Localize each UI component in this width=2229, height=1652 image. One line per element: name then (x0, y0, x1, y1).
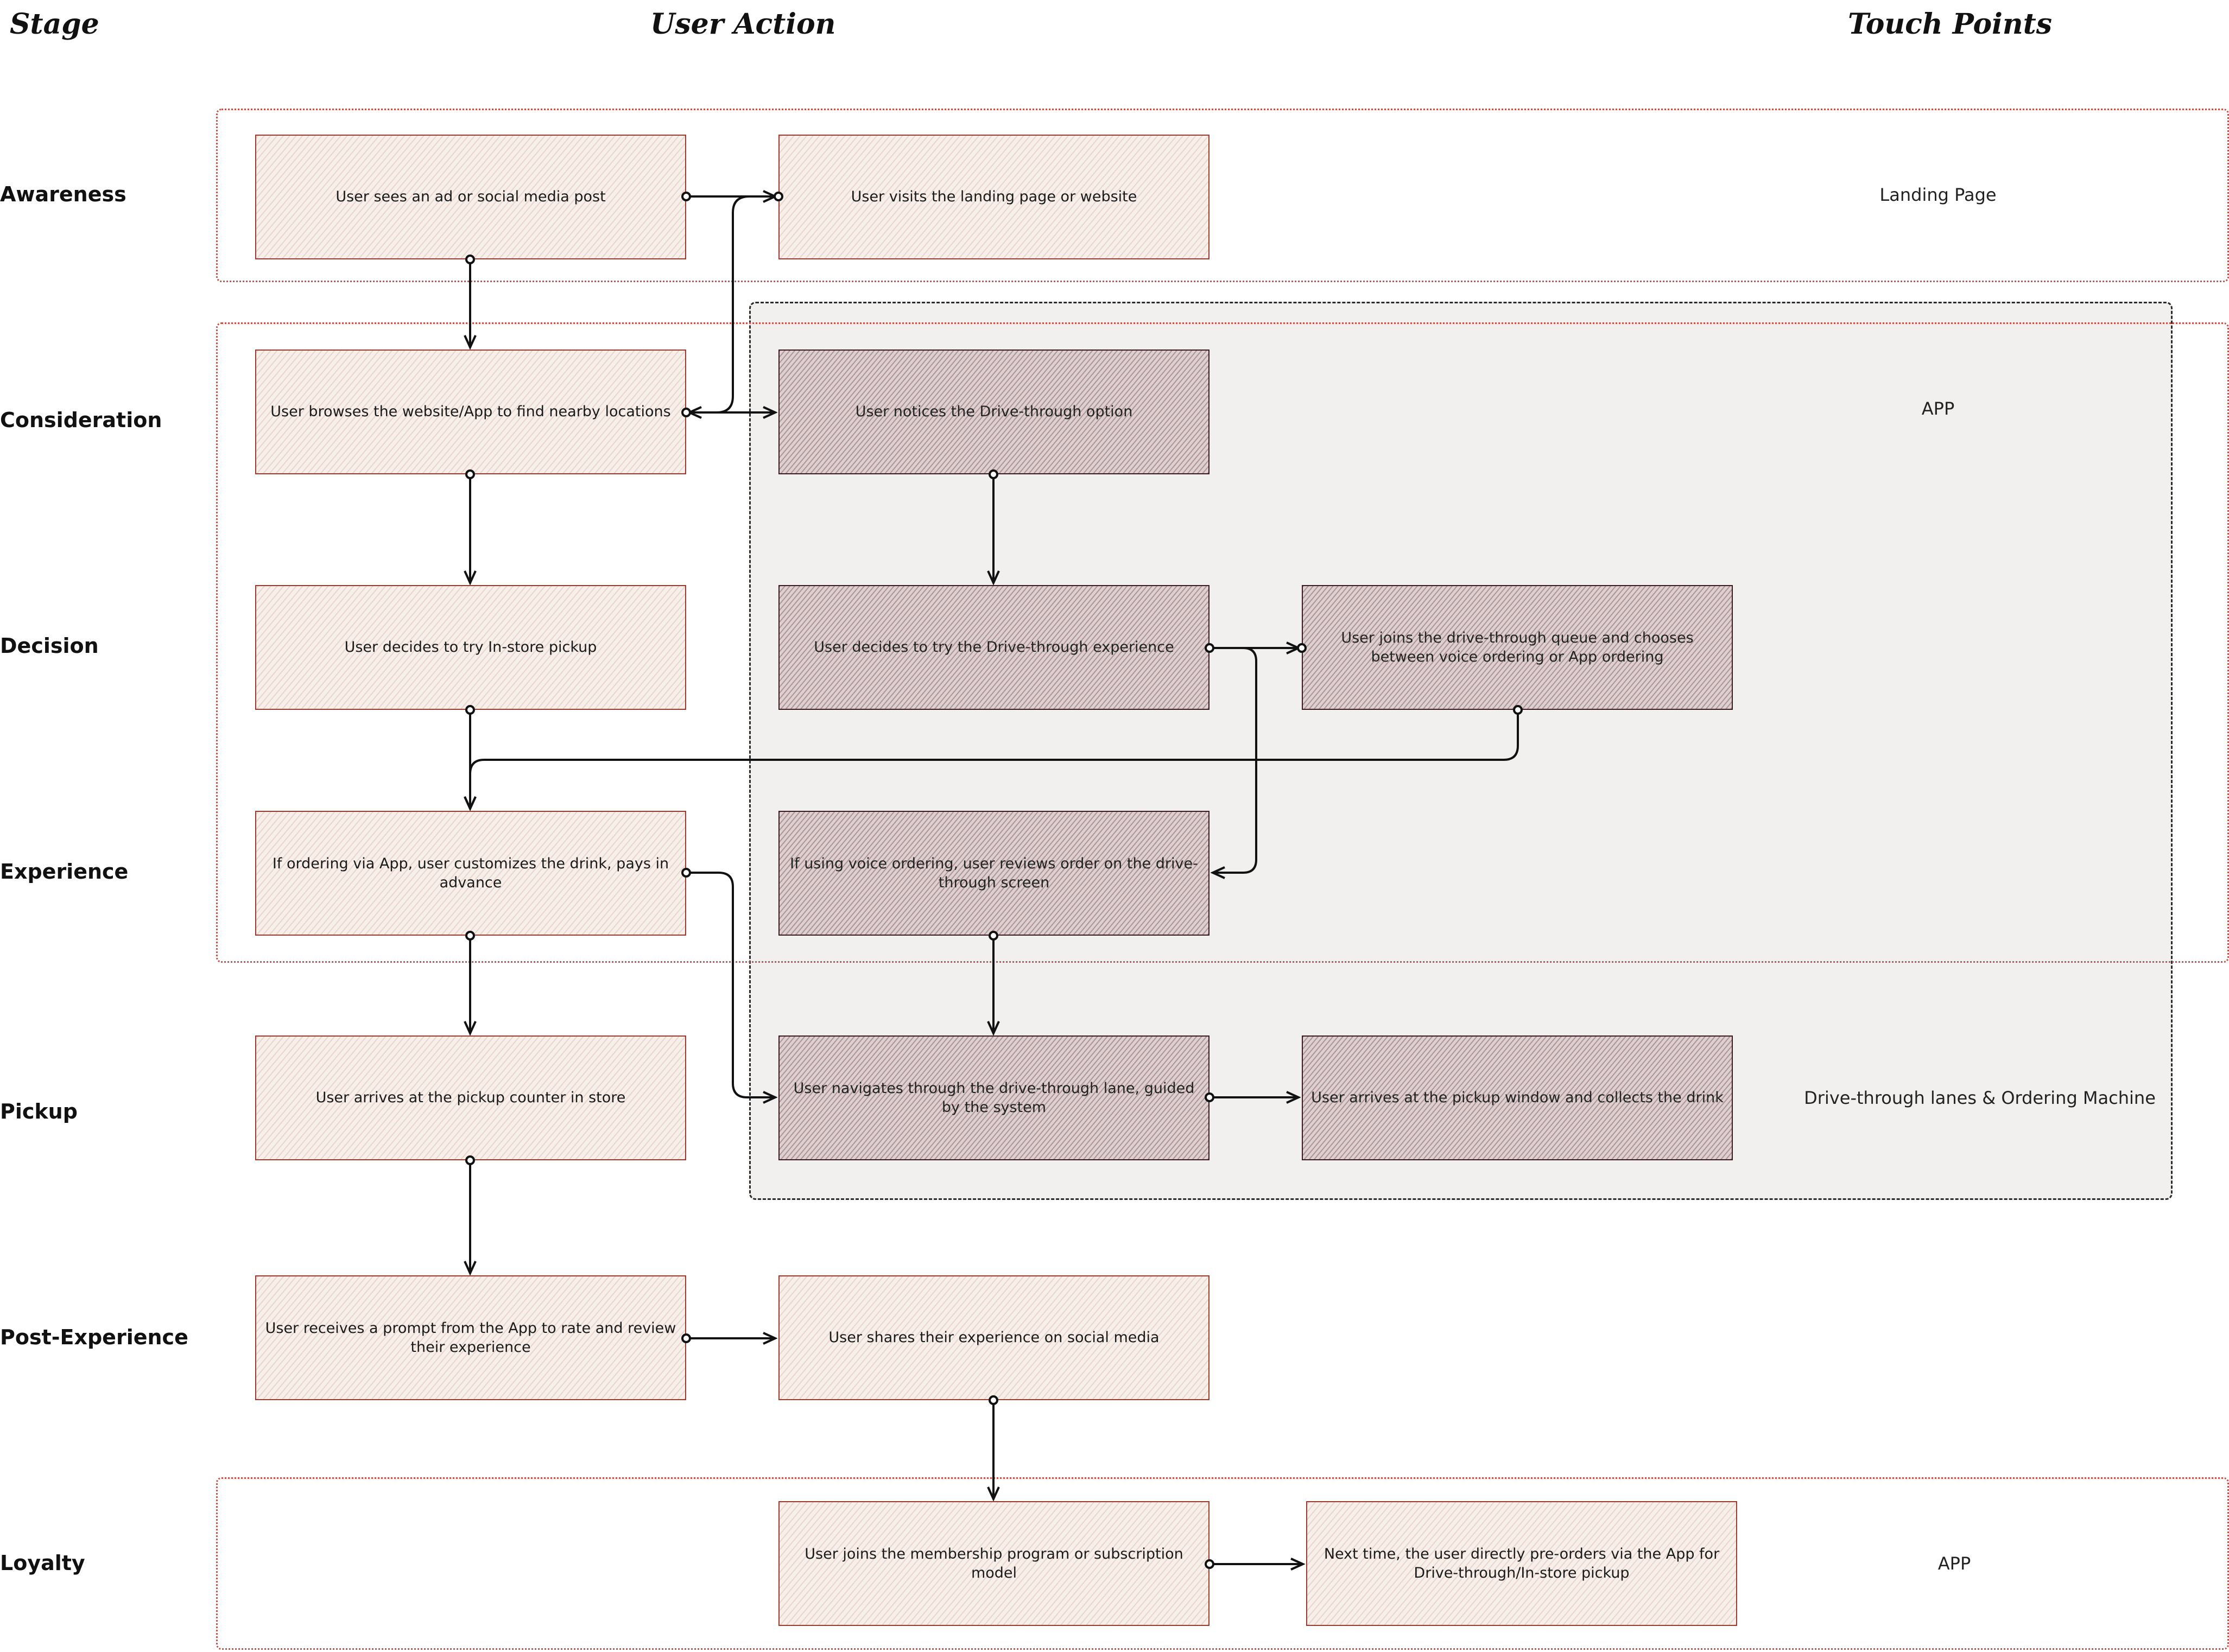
node-preorder-next[interactable]: Next time, the user directly pre-orders … (1306, 1501, 1737, 1626)
stage-consideration: Consideration (0, 408, 162, 432)
node-visit-landing[interactable]: User visits the landing page or website (778, 135, 1210, 259)
stage-experience: Experience (0, 860, 129, 884)
stage-pickup: Pickup (0, 1100, 78, 1123)
consideration-experience-group (216, 322, 2229, 963)
node-notice-drive-through[interactable]: User notices the Drive-through option (778, 350, 1210, 474)
node-arrive-counter[interactable]: User arrives at the pickup counter in st… (255, 1035, 686, 1160)
stage-loyalty: Loyalty (0, 1551, 85, 1575)
stage-column-header: Stage (10, 8, 99, 41)
node-arrive-window[interactable]: User arrives at the pickup window and co… (1302, 1035, 1733, 1160)
stage-post-experience: Post-Experience (0, 1325, 188, 1349)
touch-point-drive-through: Drive-through lanes & Ordering Machine (1804, 1088, 2156, 1108)
node-join-membership[interactable]: User joins the membership program or sub… (778, 1501, 1210, 1626)
node-join-queue[interactable]: User joins the drive-through queue and c… (1302, 585, 1733, 710)
touch-point-loyalty-app: APP (1937, 1553, 1971, 1574)
stage-awareness: Awareness (0, 182, 126, 206)
node-browse-locations[interactable]: User browses the website/App to find nea… (255, 350, 686, 474)
node-prompt-review[interactable]: User receives a prompt from the App to r… (255, 1275, 686, 1400)
awareness-group (216, 109, 2229, 282)
touch-points-column-header: Touch Points (1848, 8, 2053, 41)
stage-decision: Decision (0, 634, 99, 658)
user-action-column-header: User Action (650, 8, 836, 41)
node-decide-instore[interactable]: User decides to try In-store pickup (255, 585, 686, 710)
node-navigate-lane[interactable]: User navigates through the drive-through… (778, 1035, 1210, 1160)
node-decide-drive-through[interactable]: User decides to try the Drive-through ex… (778, 585, 1210, 710)
node-share-social[interactable]: User shares their experience on social m… (778, 1275, 1210, 1400)
node-voice-review[interactable]: If using voice ordering, user reviews or… (778, 811, 1210, 936)
node-see-ad[interactable]: User sees an ad or social media post (255, 135, 686, 259)
touch-point-app: APP (1921, 398, 1955, 419)
touch-point-landing-page: Landing Page (1879, 185, 1997, 205)
loyalty-group (216, 1477, 2229, 1650)
node-app-customize[interactable]: If ordering via App, user customizes the… (255, 811, 686, 936)
